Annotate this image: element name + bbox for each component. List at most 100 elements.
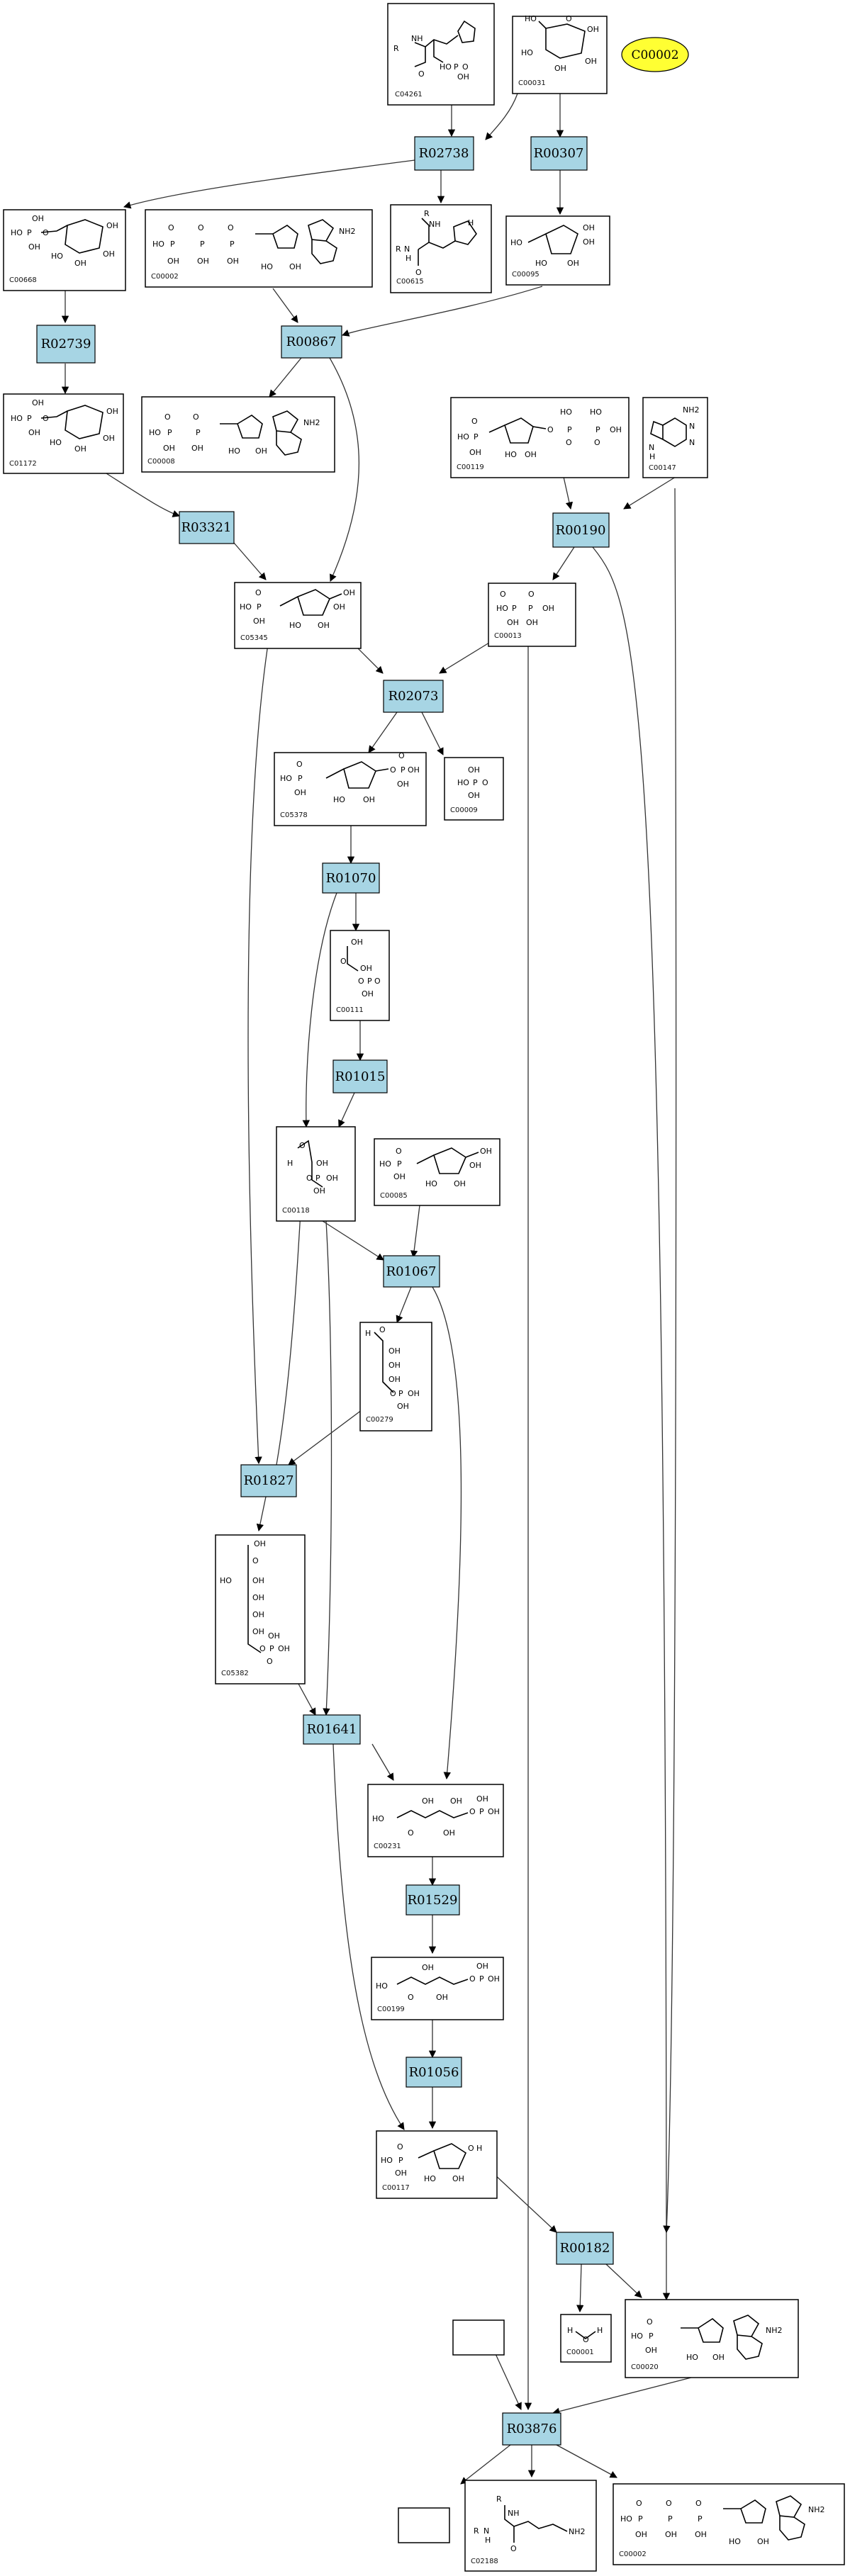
svg-text:OH: OH (106, 221, 118, 230)
compound-c00009[interactable]: OH HO P O OH C00009 (444, 757, 504, 821)
compound-c00615[interactable]: R NH R N H O H C00615 (390, 204, 492, 293)
svg-text:P: P (595, 425, 600, 434)
reaction-r01641[interactable]: R01641 (303, 1714, 361, 1745)
compound-c04261[interactable]: NH R HO P O OH O C04261 (387, 3, 495, 106)
svg-text:O: O (259, 1644, 266, 1653)
reaction-r02738[interactable]: R02738 (414, 136, 474, 171)
highlight-tag[interactable]: C00002 (621, 37, 689, 72)
svg-text:HO: HO (620, 2514, 632, 2524)
reaction-r00190[interactable]: R00190 (552, 512, 610, 548)
svg-text:OH: OH (583, 223, 595, 232)
compound-c00031[interactable]: HO OH OH HO OH O C00031 (512, 14, 608, 94)
compound-id: C05345 (240, 634, 268, 642)
reaction-r01056[interactable]: R01056 (406, 2057, 462, 2088)
svg-text:OH: OH (103, 434, 115, 443)
svg-text:OH: OH (363, 795, 375, 804)
reaction-r01070[interactable]: R01070 (322, 862, 380, 894)
svg-text:O: O (43, 228, 49, 237)
svg-text:HO: HO (152, 240, 164, 249)
compound-c00002-bottom[interactable]: HO P P P O O O OH OH OH NH2 HO OH C00002 (613, 2483, 845, 2565)
reaction-r03876[interactable]: R03876 (502, 2412, 561, 2446)
reaction-r00307[interactable]: R00307 (530, 136, 588, 171)
svg-text:OH: OH (712, 2353, 725, 2362)
svg-text:O: O (390, 765, 396, 775)
svg-text:OH: OH (343, 588, 355, 597)
compound-c00002[interactable]: HO P P P O O O OH OH OH NH2 HO OH C00002 (145, 209, 373, 288)
svg-text:HO: HO (376, 1981, 388, 1991)
compound-c00111[interactable]: OH O OH O P O OH C00111 (330, 930, 390, 1021)
compound-c00231[interactable]: HO OH OH O OH O P OH OH C00231 (367, 1784, 504, 1857)
svg-text:OH: OH (469, 1161, 481, 1170)
svg-text:OH: OH (388, 1375, 401, 1384)
svg-text:HO: HO (631, 2332, 643, 2341)
svg-text:O: O (469, 1807, 476, 1816)
structure-drawing: HO P P P O O O OH OH OH NH2 HO OH (152, 219, 356, 271)
compound-c00008[interactable]: HO P P O O OH OH NH2 HO OH C00008 (141, 396, 335, 473)
svg-text:HO: HO (372, 1814, 384, 1823)
svg-text:HO: HO (496, 604, 508, 613)
compound-c00117[interactable]: HO P O OH O H HO OH C00117 (376, 2130, 498, 2199)
compound-c00095[interactable]: HO OH OH HO OH C00095 (505, 215, 610, 286)
compound-c02188[interactable]: R NH R N H O NH2 C02188 (464, 2480, 597, 2572)
svg-text:OH: OH (585, 57, 597, 66)
reaction-r03321[interactable]: R03321 (179, 511, 235, 544)
reaction-r00182[interactable]: R00182 (556, 2232, 614, 2265)
reaction-label: R02738 (419, 146, 469, 161)
compound-c00668[interactable]: OH HO P O OH OH OH HO OH C00668 (3, 209, 126, 291)
compound-c00118[interactable]: O H OH O P OH OH C00118 (276, 1126, 356, 1222)
reaction-r02073[interactable]: R02073 (383, 680, 444, 713)
svg-text:OH: OH (106, 407, 118, 416)
compound-c05378[interactable]: HO P O OH O P OH O OH HO OH C05378 (274, 751, 427, 826)
svg-text:O: O (647, 2317, 653, 2327)
svg-text:P: P (27, 228, 32, 237)
svg-text:H: H (287, 1159, 293, 1168)
reaction-label: R02073 (388, 689, 439, 704)
svg-text:OH: OH (313, 1186, 325, 1196)
structure-drawing: R NH R N H O H (396, 209, 477, 277)
reaction-r00867[interactable]: R00867 (281, 325, 342, 359)
svg-text:OH: OH (362, 989, 374, 999)
structure-drawing: HO P P O O OH OH NH2 HO OH (149, 410, 320, 456)
reaction-r01827[interactable]: R01827 (240, 1464, 297, 1497)
compound-unlabeled-top[interactable] (452, 2319, 505, 2356)
svg-text:OH: OH (28, 242, 40, 252)
compound-c00279[interactable]: H O OH OH OH O P OH OH C00279 (359, 1322, 432, 1432)
svg-text:O: O (408, 1828, 414, 1838)
svg-text:OH: OH (74, 444, 86, 454)
compound-c00001[interactable]: H O H C00001 (560, 2314, 612, 2363)
svg-text:O: O (398, 751, 405, 760)
reaction-r01529[interactable]: R01529 (406, 1884, 460, 1916)
reaction-label: R00307 (534, 146, 584, 161)
reaction-r01067[interactable]: R01067 (383, 1255, 440, 1288)
svg-text:H: H (597, 2326, 603, 2335)
reaction-label: R01015 (335, 1069, 386, 1084)
svg-text:OH: OH (388, 1361, 401, 1370)
compound-c00199[interactable]: HO OH O OH O P OH OH C00199 (371, 1957, 504, 2020)
svg-text:N: N (404, 244, 410, 254)
svg-text:OH: OH (397, 1402, 409, 1411)
reaction-r02739[interactable]: R02739 (36, 325, 96, 364)
compound-c00013[interactable]: O O HO P P OH OH OH C00013 (488, 583, 576, 647)
edges (61, 93, 692, 2485)
compound-c05382[interactable]: OH O HO OH OH OH OH O P OH OH O C05382 (215, 1534, 306, 1684)
svg-text:O: O (396, 1147, 402, 1156)
reaction-label: R01056 (409, 2065, 459, 2080)
compound-c00020[interactable]: HO P O OH NH2 HO OH C00020 (625, 2299, 799, 2378)
svg-text:P: P (398, 1389, 403, 1398)
compound-unlabeled-bottom[interactable] (398, 2507, 450, 2543)
reaction-label: R03321 (181, 520, 232, 535)
compound-c01172[interactable]: OH HO P O OH OH OH HO OH C01172 (3, 393, 124, 474)
highlight-ellipse (621, 37, 689, 72)
reaction-label: R01529 (408, 1893, 458, 1908)
svg-text:P: P (315, 1174, 320, 1183)
compound-id: C00668 (9, 276, 37, 284)
compound-c00147[interactable]: NH2 N N N H C00147 (642, 397, 708, 478)
structure-drawing: HO P O OH O P P HO HO OH O O HO OH (457, 407, 622, 459)
compound-c00085[interactable]: HO P O OH OH OH HO OH C00085 (374, 1138, 501, 1206)
svg-text:OH: OH (567, 259, 579, 268)
reaction-r01015[interactable]: R01015 (332, 1059, 388, 1093)
compound-c05345[interactable]: HO P O OH OH OH HO OH C05345 (234, 582, 362, 649)
structure-drawing: O H OH O P OH OH (287, 1140, 338, 1196)
compound-c00119[interactable]: HO P O OH O P P HO HO OH O O HO OH C0011… (450, 397, 630, 478)
reaction-label: R00190 (556, 523, 606, 538)
